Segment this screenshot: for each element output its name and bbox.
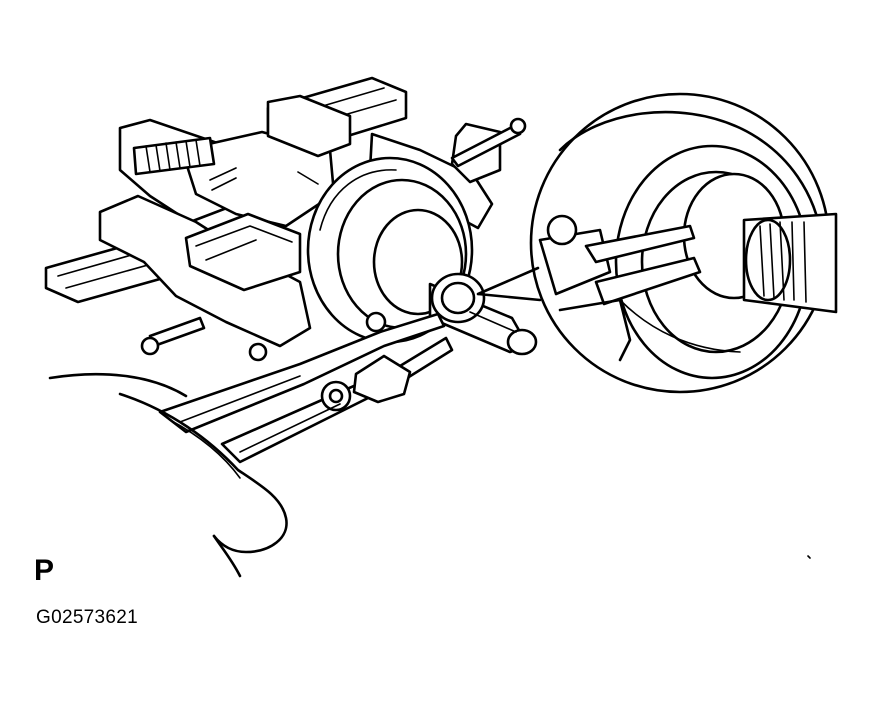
- snap-ring-pliers-icon: [158, 311, 454, 464]
- forcing-screw-icon: [132, 117, 527, 356]
- shaft-icon: [428, 272, 538, 356]
- hand-icon: [48, 372, 288, 578]
- figure-code: G02573621: [36, 607, 139, 628]
- magnified-detail-circle-icon: [476, 92, 838, 394]
- leader-mark: [807, 555, 811, 559]
- view-label: P: [34, 554, 55, 587]
